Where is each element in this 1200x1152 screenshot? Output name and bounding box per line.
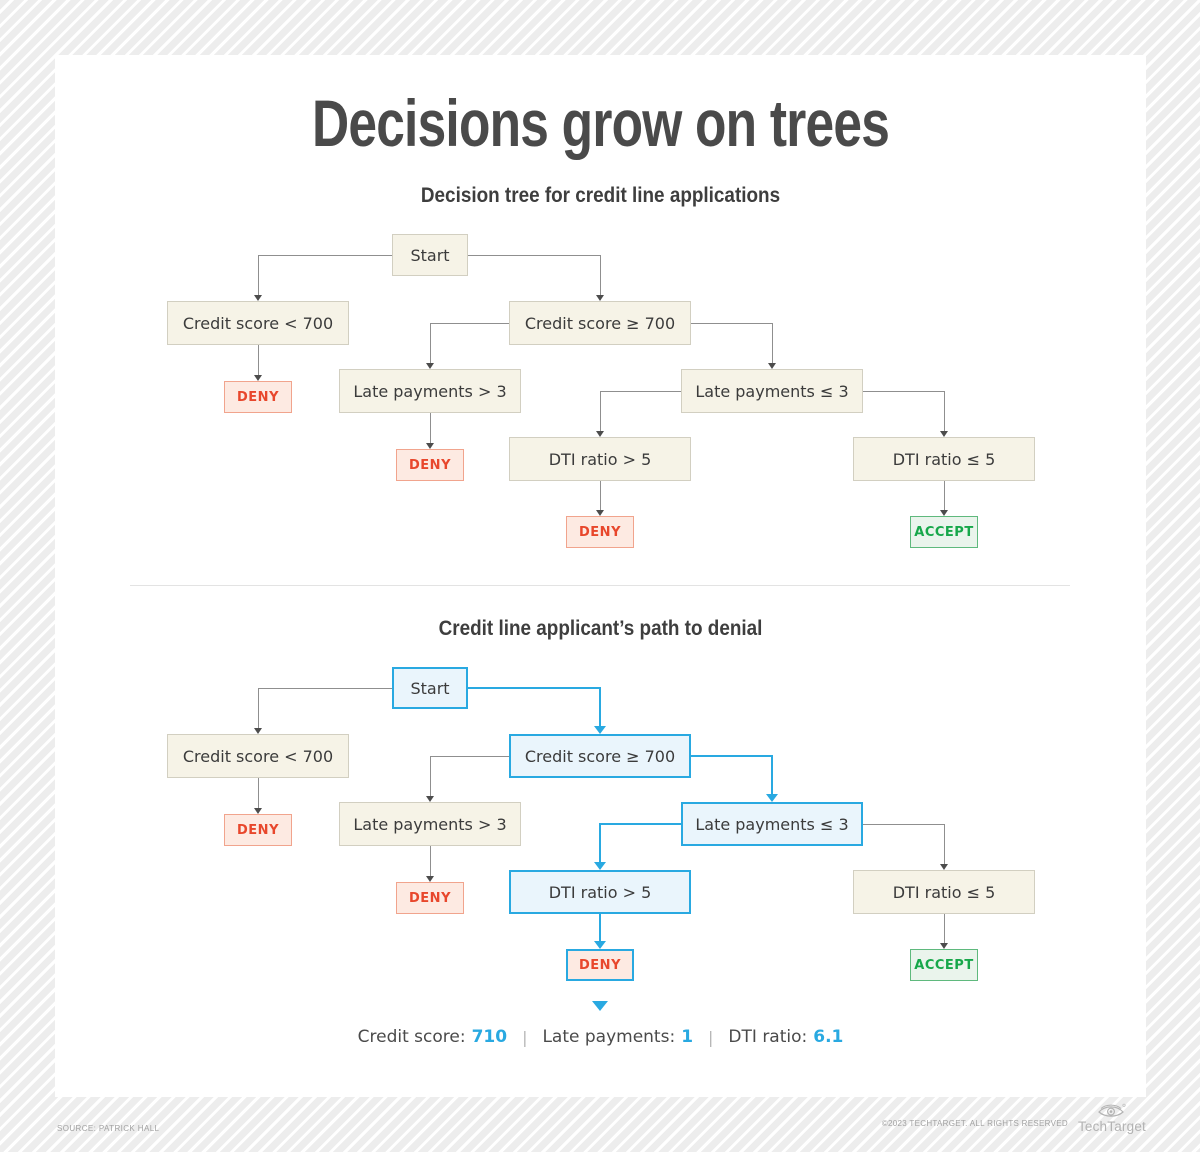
stat-item: Late payments:1: [542, 1027, 693, 1047]
tree2-title: Credit line applicant’s path to denial: [438, 617, 763, 640]
tree1-title: Decision tree for credit line applicatio…: [420, 184, 781, 207]
tree2-node-dti-gt: DTI ratio > 5: [509, 870, 691, 914]
tree2-arrow-icon: [766, 794, 778, 802]
tree2-node-lp-le: Late payments ≤ 3: [681, 802, 863, 846]
tree1-arrow-icon: [939, 510, 948, 516]
tree1-connector-line: [429, 413, 431, 443]
tree1-connector-line: [943, 390, 945, 431]
tree2-connector-line: [257, 778, 259, 808]
tree1-connector-line: [943, 481, 945, 510]
tree1-connector-line: [257, 345, 259, 375]
tree2-connector-line: [599, 823, 681, 825]
tree2-connector-line: [468, 687, 601, 689]
tree1-connector-line: [771, 322, 773, 363]
tree1-node-dti-le: DTI ratio ≤ 5: [853, 437, 1035, 481]
tree1-arrow-icon: [939, 431, 948, 437]
section-divider: [130, 585, 1070, 586]
tree2-arrow-icon: [425, 796, 434, 802]
denial-path-marker-triangle-icon: [592, 1001, 608, 1011]
tree2-connector-line: [691, 755, 773, 757]
tree2-connector-line: [429, 846, 431, 876]
tree1-arrow-icon: [253, 375, 262, 381]
tree2-arrow-icon: [594, 862, 606, 870]
stat-value: 1: [681, 1027, 694, 1047]
tree1-connector-line: [599, 390, 601, 431]
stat-value: 710: [471, 1027, 508, 1047]
copyright-text: ©2023 TECHTARGET. ALL RIGHTS RESERVED: [881, 1118, 1068, 1128]
tree1-node-deny-cs: DENY: [224, 381, 292, 413]
tree2-connector-line: [863, 823, 945, 825]
tree2-connector-line: [599, 687, 601, 726]
eye-icon: [1098, 1103, 1126, 1117]
tree2-node-deny-lp: DENY: [396, 882, 464, 914]
tree1-node-deny-lp: DENY: [396, 449, 464, 481]
tree2-connector-line: [429, 755, 431, 796]
tree1-connector-line: [257, 254, 259, 295]
tree1-arrow-icon: [425, 443, 434, 449]
tree2-arrow-icon: [425, 876, 434, 882]
stat-value: 6.1: [813, 1027, 844, 1047]
tree2-connector-line: [943, 823, 945, 864]
tree1-connector-line: [863, 390, 945, 392]
tree2-connector-line: [257, 687, 392, 689]
stat-item: DTI ratio:6.1: [728, 1027, 843, 1047]
tree2-node-deny-dti: DENY: [566, 949, 634, 981]
source-credit: SOURCE: PATRICK HALL: [57, 1124, 160, 1133]
tree2-connector-line: [429, 755, 509, 757]
tree2-node-deny-cs: DENY: [224, 814, 292, 846]
infographic-card: Decisions grow on trees Decision tree fo…: [55, 55, 1146, 1097]
tree2-arrow-icon: [253, 728, 262, 734]
stat-separator: |: [708, 1027, 714, 1047]
tree2-node-accept: ACCEPT: [910, 949, 978, 981]
stat-label: Credit score:: [357, 1027, 466, 1047]
tree2-connector-line: [599, 914, 601, 941]
tree1-arrow-icon: [253, 295, 262, 301]
tree1-connector-line: [468, 254, 601, 256]
stat-item: Credit score:710: [358, 1027, 507, 1047]
tree1-arrow-icon: [595, 510, 604, 516]
tree1-arrow-icon: [767, 363, 776, 369]
tree1-node-deny-dti: DENY: [566, 516, 634, 548]
tree1-connector-line: [599, 254, 601, 295]
tree1-connector-line: [429, 322, 431, 363]
tree1-connector-line: [691, 322, 773, 324]
stat-label: DTI ratio:: [728, 1027, 808, 1047]
tree2-arrow-icon: [939, 864, 948, 870]
tree1-connector-line: [429, 322, 509, 324]
tree1-connector-line: [599, 481, 601, 510]
tree1-node-lp-le: Late payments ≤ 3: [681, 369, 863, 413]
tree2-node-cs-lt: Credit score < 700: [167, 734, 349, 778]
tree2-arrow-icon: [253, 808, 262, 814]
tree2-arrow-icon: [939, 943, 948, 949]
tree1-arrow-icon: [595, 295, 604, 301]
tree2-arrow-icon: [594, 726, 606, 734]
tree1-arrow-icon: [595, 431, 604, 437]
stat-separator: |: [522, 1027, 528, 1047]
tree2-node-lp-gt: Late payments > 3: [339, 802, 521, 846]
tree1-node-accept: ACCEPT: [910, 516, 978, 548]
tree2-node-cs-ge: Credit score ≥ 700: [509, 734, 691, 778]
tree1-node-cs-ge: Credit score ≥ 700: [509, 301, 691, 345]
techtarget-logo: TechTarget: [1078, 1103, 1146, 1134]
tree1-node-cs-lt: Credit score < 700: [167, 301, 349, 345]
tree2-arrow-icon: [594, 941, 606, 949]
brand-name: TechTarget: [1077, 1119, 1146, 1134]
tree2-node-start: Start: [392, 667, 468, 709]
tree2-node-dti-le: DTI ratio ≤ 5: [853, 870, 1035, 914]
tree2-connector-line: [771, 755, 773, 794]
tree1-arrow-icon: [425, 363, 434, 369]
tree1-node-start: Start: [392, 234, 468, 276]
tree2-connector-line: [943, 914, 945, 943]
tree2-connector-line: [257, 687, 259, 728]
tree1-node-lp-gt: Late payments > 3: [339, 369, 521, 413]
footer-branding: ©2023 TECHTARGET. ALL RIGHTS RESERVED Te…: [882, 1103, 1146, 1134]
tree1-connector-line: [257, 254, 392, 256]
tree2-connector-line: [599, 823, 601, 862]
tree1-connector-line: [599, 390, 681, 392]
page-title: Decisions grow on trees: [311, 86, 890, 160]
stat-label: Late payments:: [542, 1027, 676, 1047]
applicant-stats: Credit score:710 | Late payments:1 | DTI rat…: [55, 1025, 1146, 1049]
tree1-node-dti-gt: DTI ratio > 5: [509, 437, 691, 481]
